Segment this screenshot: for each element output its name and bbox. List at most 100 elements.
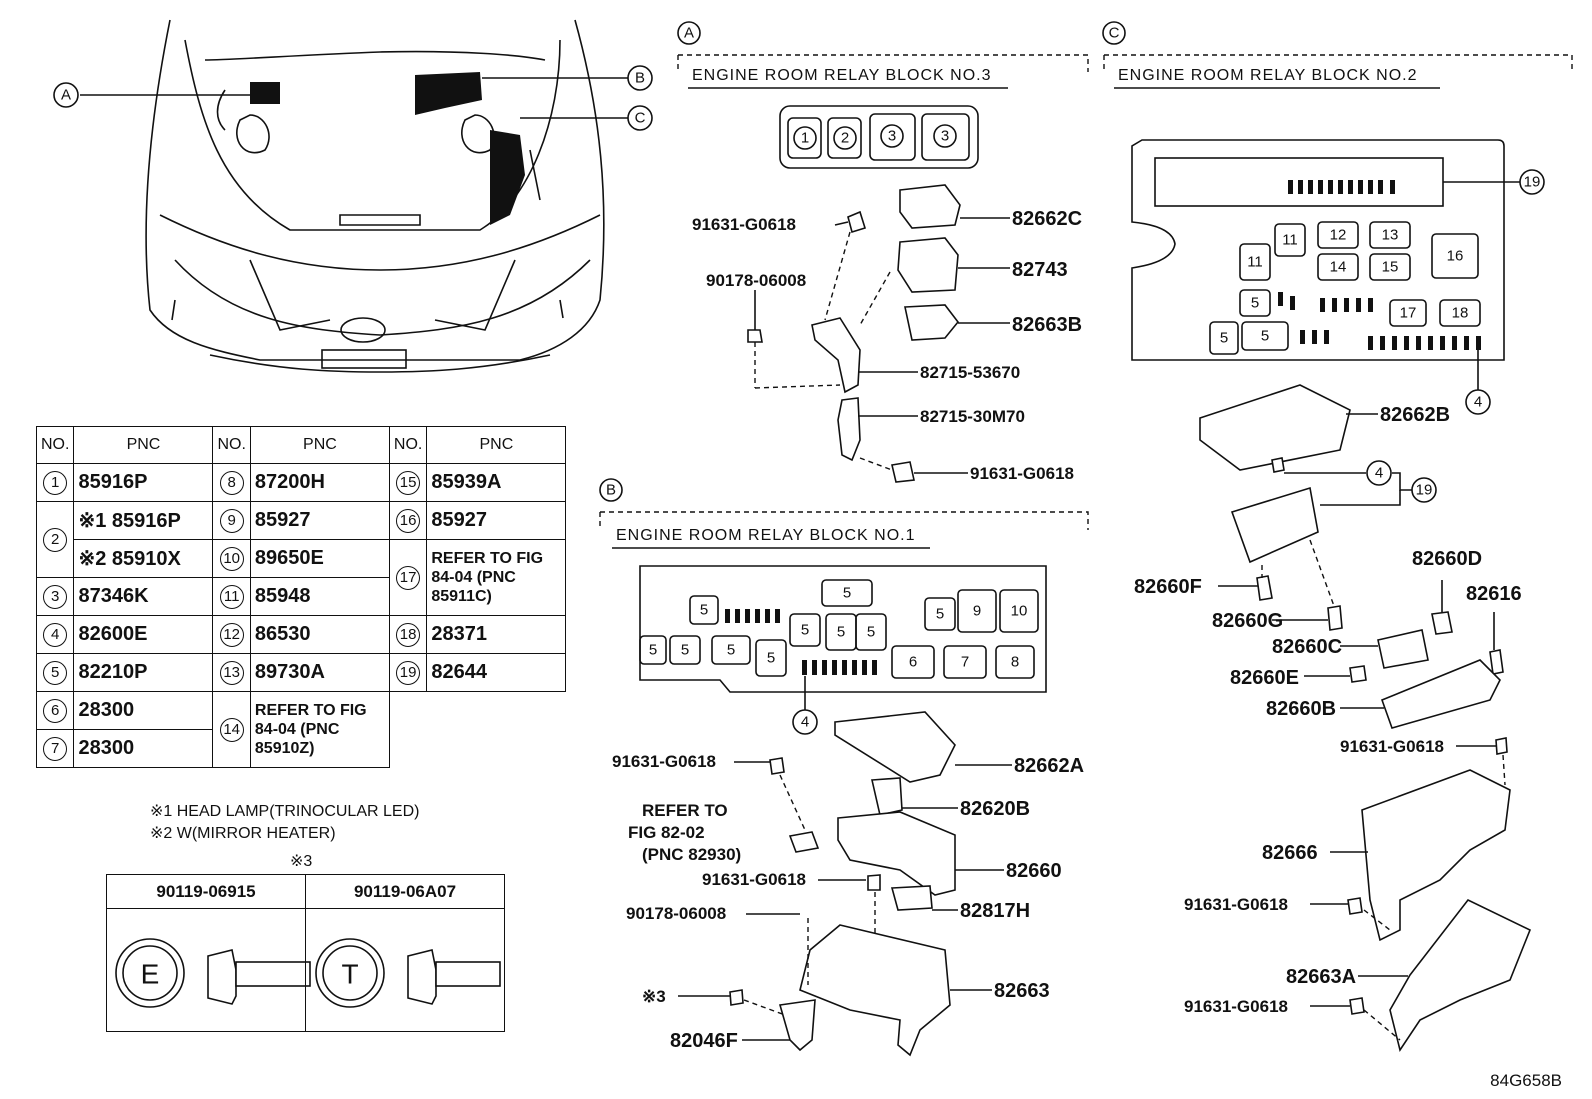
svg-text:91631-G0618: 91631-G0618 [612, 752, 716, 771]
svg-text:82046F: 82046F [670, 1030, 738, 1052]
section-c: C ENGINE ROOM RELAY BLOCK NO.2 1 [1102, 21, 1573, 1052]
bolt-pn-left: 90119-06915 [106, 874, 306, 909]
table-row: 2 ※1 85916P 9 85927 16 85927 [35, 501, 567, 578]
svg-text:2: 2 [841, 130, 849, 147]
relay-block-no3-title: ENGINE ROOM RELAY BLOCK NO.3 [692, 67, 991, 84]
callout-b: B [635, 70, 645, 87]
footnote-1: ※1 HEAD LAMP(TRINOCULAR LED) [150, 803, 420, 820]
callout-a: A [61, 87, 71, 104]
relay-block-no2-title: ENGINE ROOM RELAY BLOCK NO.2 [1118, 67, 1417, 84]
svg-text:5: 5 [681, 642, 689, 659]
table-row: ※2 85910X 10 89650E 17 REFER TO FIG 84-0… [37, 539, 567, 616]
svg-text:5: 5 [837, 624, 845, 641]
svg-text:3: 3 [941, 128, 949, 145]
svg-text:91631-G0618: 91631-G0618 [1184, 997, 1288, 1016]
svg-text:91631-G0618: 91631-G0618 [692, 215, 796, 234]
footnote-2: ※2 W(MIRROR HEATER) [150, 825, 336, 842]
svg-text:9: 9 [973, 603, 981, 620]
bolt-pn-right: 90119-06A07 [305, 874, 505, 909]
table-row: 4 82600E 12 86530 18 28371 [35, 615, 567, 654]
svg-text:82660E: 82660E [1230, 667, 1299, 689]
drawing-number: 84G658B [1490, 1071, 1562, 1090]
svg-text:※3: ※3 [642, 987, 666, 1006]
svg-text:11: 11 [1247, 254, 1263, 271]
svg-text:91631-G0618: 91631-G0618 [702, 870, 806, 889]
svg-text:5: 5 [767, 650, 775, 667]
section-marker-c: C [1109, 25, 1120, 42]
svg-text:82660B: 82660B [1266, 698, 1336, 720]
svg-text:82620B: 82620B [960, 798, 1030, 820]
svg-text:82662B: 82662B [1380, 404, 1450, 426]
svg-text:1: 1 [801, 130, 809, 147]
callout-c: C [635, 110, 646, 127]
svg-text:82660D: 82660D [1412, 548, 1482, 570]
svg-text:19: 19 [1416, 482, 1433, 499]
svg-text:6: 6 [909, 654, 917, 671]
svg-text:5: 5 [727, 642, 735, 659]
svg-text:5: 5 [1220, 330, 1228, 347]
table-row: 7 28300 [35, 729, 566, 768]
svg-text:10: 10 [1011, 603, 1028, 620]
svg-text:91631-G0618: 91631-G0618 [970, 464, 1074, 483]
svg-text:91631-G0618: 91631-G0618 [1184, 895, 1288, 914]
svg-text:12: 12 [1330, 227, 1347, 244]
svg-text:91631-G0618: 91631-G0618 [1340, 737, 1444, 756]
svg-text:14: 14 [1330, 259, 1347, 276]
vehicle-overview: A B C [53, 19, 653, 373]
svg-text:82663A: 82663A [1286, 966, 1356, 988]
table-row: 6 28300 14 REFER TO FIG 84-04 (PNC 85910… [35, 691, 566, 768]
footnote-3: ※3 [290, 853, 313, 870]
svg-text:82660C: 82660C [1272, 636, 1342, 658]
svg-text:5: 5 [700, 602, 708, 619]
svg-text:82616: 82616 [1466, 583, 1522, 605]
svg-text:11: 11 [1282, 232, 1298, 249]
svg-text:82660F: 82660F [1134, 576, 1202, 598]
bolt-table: 90119-06915 90119-06A07 [106, 874, 505, 1032]
svg-text:82660G: 82660G [1212, 610, 1283, 632]
svg-text:82743: 82743 [1012, 259, 1068, 281]
svg-text:90178-06008: 90178-06008 [706, 271, 806, 290]
svg-text:82662C: 82662C [1012, 208, 1082, 230]
svg-text:FIG 82-02: FIG 82-02 [628, 823, 705, 842]
svg-text:5: 5 [867, 624, 875, 641]
section-a: A ENGINE ROOM RELAY BLOCK NO.3 1 2 3 3 8… [677, 21, 1089, 483]
svg-text:82715-53670: 82715-53670 [920, 363, 1020, 382]
svg-text:19: 19 [1524, 174, 1541, 191]
section-marker-a: A [684, 25, 694, 42]
svg-text:5: 5 [1251, 295, 1259, 312]
svg-text:7: 7 [961, 654, 969, 671]
relay-block-no1-title: ENGINE ROOM RELAY BLOCK NO.1 [616, 527, 915, 544]
table-row: 1 85916P 8 87200H 15 85939A [35, 463, 567, 502]
svg-text:15: 15 [1382, 259, 1399, 276]
svg-text:18: 18 [1452, 305, 1469, 322]
table-row: 5 82210P 13 89730A 19 82644 [35, 653, 567, 692]
section-b: B ENGINE ROOM RELAY BLOCK NO.1 5 5 5 5 5… [599, 478, 1089, 1057]
svg-text:82663: 82663 [994, 980, 1050, 1002]
svg-text:(PNC 82930): (PNC 82930) [642, 845, 741, 864]
svg-text:16: 16 [1447, 248, 1464, 265]
svg-text:8: 8 [1011, 654, 1019, 671]
svg-text:5: 5 [649, 642, 657, 659]
svg-text:REFER TO: REFER TO [642, 801, 728, 820]
svg-text:82715-30M70: 82715-30M70 [920, 407, 1025, 426]
svg-text:82660: 82660 [1006, 860, 1062, 882]
svg-text:82666: 82666 [1262, 842, 1318, 864]
svg-text:82663B: 82663B [1012, 314, 1082, 336]
svg-text:90178-06008: 90178-06008 [626, 904, 726, 923]
svg-text:17: 17 [1400, 305, 1417, 322]
svg-text:5: 5 [936, 606, 944, 623]
svg-text:5: 5 [1261, 328, 1269, 345]
table-header-row: NO. PNC NO. PNC NO. PNC [35, 426, 567, 464]
svg-text:4: 4 [1375, 465, 1383, 482]
svg-text:82662A: 82662A [1014, 755, 1084, 777]
svg-text:3: 3 [888, 128, 896, 145]
svg-text:4: 4 [801, 714, 809, 731]
svg-text:5: 5 [801, 622, 809, 639]
svg-text:13: 13 [1382, 227, 1399, 244]
parts-number-table: NO. PNC NO. PNC NO. PNC 1 85916P 8 87200… [35, 426, 567, 768]
svg-text:5: 5 [843, 585, 851, 602]
section-marker-b: B [606, 482, 616, 499]
svg-text:4: 4 [1474, 394, 1482, 411]
svg-text:82817H: 82817H [960, 900, 1030, 922]
table-row: 3 87346K 11 85948 [35, 577, 566, 616]
